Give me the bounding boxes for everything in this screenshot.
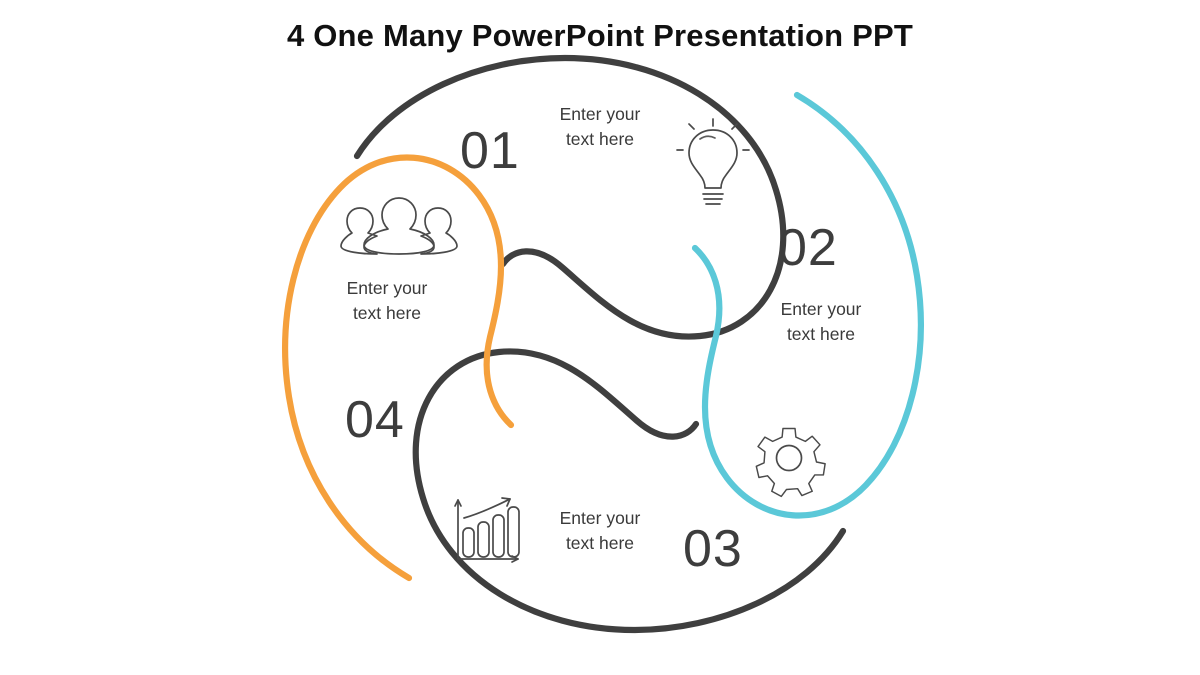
segment-04-text-line2: text here <box>353 303 421 323</box>
bar-chart-growth-icon <box>454 497 520 563</box>
gear-icon <box>755 427 826 498</box>
segment-01[interactable]: 01 Enter your text here <box>353 54 787 340</box>
segment-03[interactable]: 03 Enter your text here <box>412 348 847 634</box>
segment-02-number: 02 <box>778 219 838 277</box>
segment-04[interactable]: 04 Enter your text here <box>282 154 515 582</box>
segment-04-number: 04 <box>345 391 405 449</box>
segment-01-number: 01 <box>460 122 520 180</box>
segment-01-text-line2: text here <box>566 129 634 149</box>
segment-03-text-line1: Enter your <box>560 508 641 528</box>
segment-02-text-line2: text here <box>787 324 855 344</box>
segment-01-ribbon <box>353 54 787 340</box>
segment-02-text-line1: Enter your <box>781 299 862 319</box>
segment-02-ribbon <box>691 91 924 519</box>
people-group-icon <box>340 197 458 255</box>
segment-03-ribbon <box>412 348 847 634</box>
lightbulb-icon <box>676 118 750 205</box>
segment-03-text-line2: text here <box>566 533 634 553</box>
segment-03-number: 03 <box>683 520 743 578</box>
segment-04-ribbon <box>282 154 515 582</box>
page-title: 4 One Many PowerPoint Presentation PPT <box>286 18 913 53</box>
segment-01-text-line1: Enter your <box>560 104 641 124</box>
segment-04-text-line1: Enter your <box>347 278 428 298</box>
segment-02[interactable]: 02 Enter your text here <box>691 91 924 519</box>
